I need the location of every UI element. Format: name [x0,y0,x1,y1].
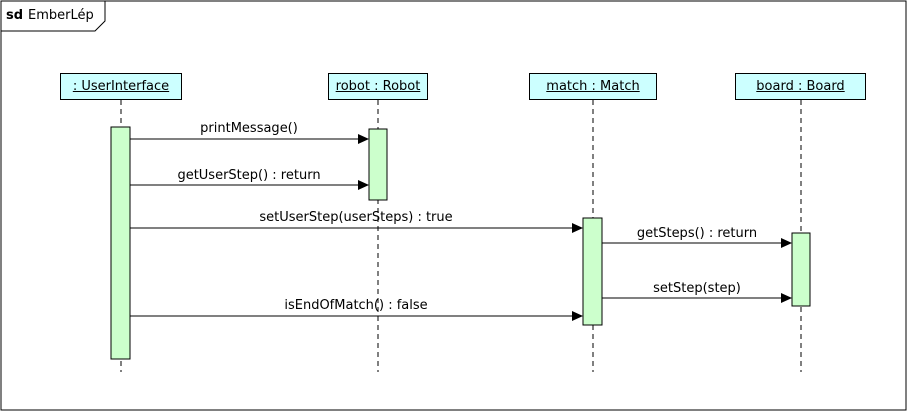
lifeline-head-ui[interactable]: : UserInterface [60,73,182,100]
message-label-get-steps: getSteps() : return [636,226,758,241]
frame-title: sd EmberLép [1,1,94,31]
activation-board [791,232,811,307]
message-is-end-of-match [130,311,583,321]
message-label-set-step: setStep(step) [653,281,741,296]
message-label-is-end-of-match: isEndOfMatch() : false [284,298,428,313]
activation-robot [368,128,388,201]
message-label-get-user-step: getUserStep() : return [177,168,321,183]
activation-ui [110,126,131,360]
frame-name-tab [1,1,106,32]
message-print-message [130,134,369,144]
activation-match [582,217,603,326]
message-label-print-message: printMessage() [200,121,298,136]
lifeline-head-match[interactable]: match : Match [529,73,657,100]
message-set-step [602,293,792,303]
frame-name: EmberLép [28,8,94,23]
message-get-user-step [130,180,369,190]
lifeline-head-board[interactable]: board : Board [735,73,866,100]
frame-keyword: sd [6,8,24,23]
message-set-user-step [130,223,583,233]
message-get-steps [602,238,792,248]
lifeline-head-robot[interactable]: robot : Robot [328,73,428,100]
message-label-set-user-step: setUserStep(userSteps) : true [259,210,453,225]
